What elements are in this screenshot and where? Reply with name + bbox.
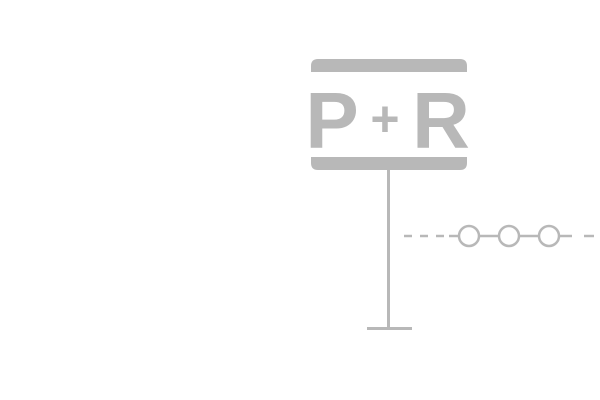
sign-bottom-band — [311, 157, 467, 170]
sign-pole — [367, 170, 412, 330]
transit-line-icon — [404, 224, 594, 248]
pole-base — [367, 327, 412, 330]
transit-stop-icon — [457, 224, 481, 248]
sign-letter-r: R — [412, 76, 470, 165]
sign-top-band — [311, 59, 467, 72]
transit-stop-icon — [537, 224, 561, 248]
park-and-ride-sign-icon: P + R — [305, 59, 470, 170]
pole-shaft — [387, 170, 390, 328]
transit-stop-icon — [497, 224, 521, 248]
sign-plus-symbol: + — [370, 91, 399, 147]
sign-letter-p: P — [305, 76, 358, 165]
